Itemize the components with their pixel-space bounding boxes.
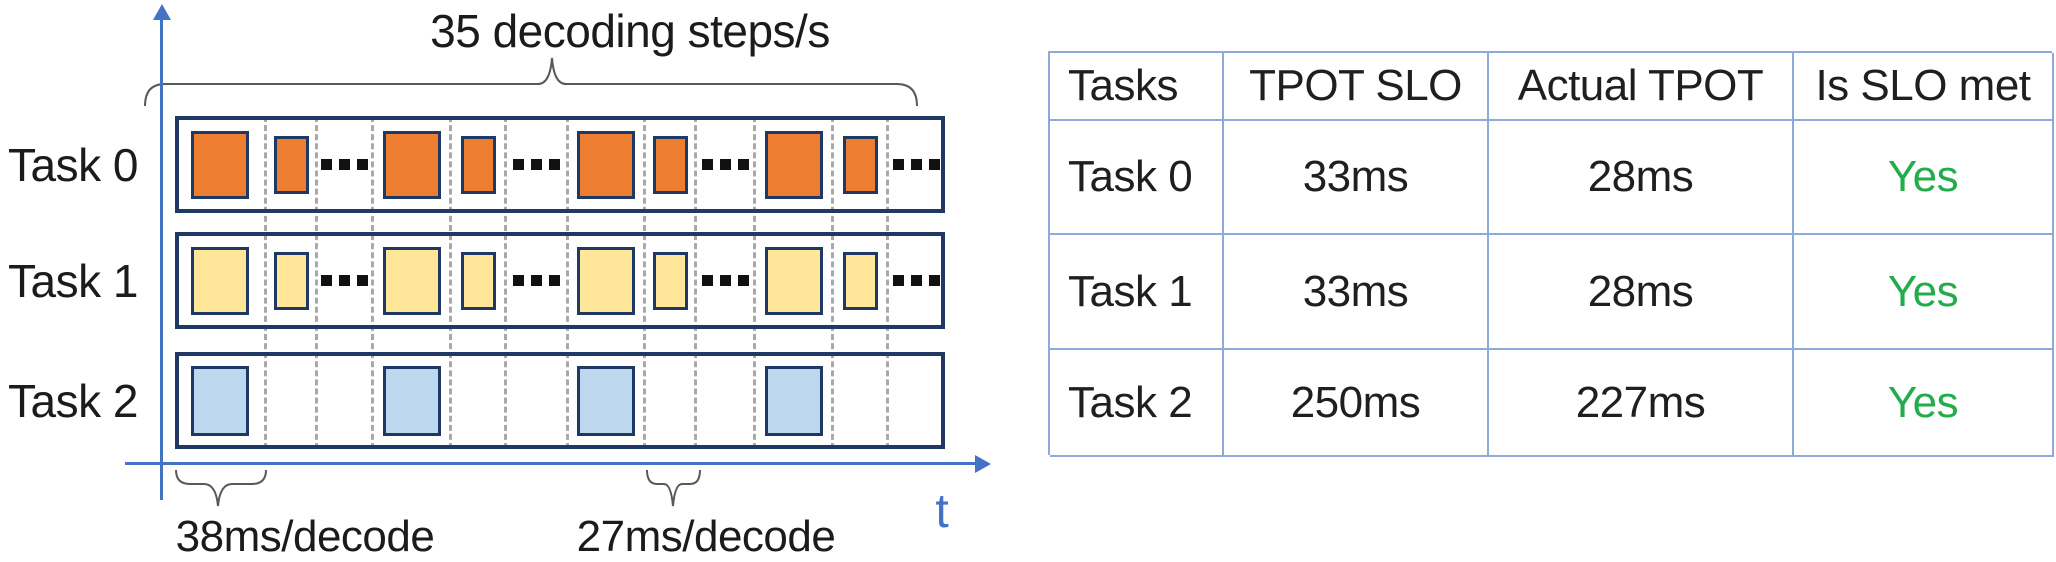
table-cell: 227ms: [1489, 350, 1794, 457]
decode-step-gridline: [752, 116, 756, 449]
ellipsis-icon: [505, 116, 568, 213]
decode-step-gridline: [566, 116, 570, 449]
decode-step-block: [652, 251, 688, 310]
decode-step-block: [652, 135, 688, 194]
task-row-box: [175, 352, 945, 449]
y-axis-arrowhead-icon: [153, 4, 171, 20]
table-cell: 250ms: [1224, 350, 1489, 457]
decode-step-block: [460, 251, 496, 310]
ellipsis-dot: [892, 275, 904, 286]
time-axis-arrowhead-icon: [975, 455, 991, 473]
decode-step-block: [382, 365, 441, 436]
decode-step-gridline: [315, 116, 319, 449]
table-header-cell: Tasks: [1050, 53, 1224, 121]
decode-step-block: [460, 135, 496, 194]
decode-step-gridline: [694, 116, 698, 449]
decode-step-block: [191, 130, 250, 199]
diagram-title: 35 decoding steps/s: [430, 5, 830, 57]
ellipsis-dot: [531, 159, 543, 170]
decode-duration-label-38ms: 38ms/decode: [175, 512, 435, 561]
ellipsis-dot: [549, 159, 561, 170]
ellipsis-icon: [887, 232, 945, 329]
decode-step-block: [191, 365, 250, 436]
time-axis-line: [125, 462, 977, 465]
slo-met-cell: Yes: [1794, 235, 2054, 350]
ellipsis-dot: [701, 159, 713, 170]
ellipsis-icon: [696, 232, 755, 329]
decode-step-block: [273, 135, 309, 194]
ellipsis-icon: [317, 116, 373, 213]
table-cell: 33ms: [1224, 121, 1489, 235]
decode-step-block: [764, 246, 823, 315]
top-brace: [144, 57, 918, 107]
decode-step-block: [273, 251, 309, 310]
ellipsis-dot: [513, 275, 525, 286]
table-cell: 28ms: [1489, 235, 1794, 350]
decode-step-gridline: [831, 116, 835, 449]
decode-step-block: [764, 365, 823, 436]
timeline-plot-area: [175, 116, 945, 449]
task-label: Task 1: [8, 254, 138, 307]
decode-step-gridline: [263, 116, 267, 449]
task-row-box: [175, 232, 945, 329]
decode-step-gridline: [503, 116, 507, 449]
task-label: Task 2: [8, 374, 138, 427]
decode-step-block: [577, 246, 636, 315]
ellipsis-icon: [505, 232, 568, 329]
task-row-box: [175, 116, 945, 213]
ellipsis-icon: [696, 116, 755, 213]
y-axis-line: [160, 18, 163, 500]
ellipsis-dot: [719, 159, 731, 170]
ellipsis-icon: [887, 116, 945, 213]
ellipsis-dot: [357, 275, 369, 286]
ellipsis-dot: [321, 275, 333, 286]
table-cell: 28ms: [1489, 121, 1794, 235]
decode-duration-label-27ms: 27ms/decode: [576, 512, 836, 561]
decode-step-block: [191, 246, 250, 315]
decode-step-gridline: [449, 116, 453, 449]
ellipsis-icon: [317, 232, 373, 329]
decode-step-gridline: [642, 116, 646, 449]
ellipsis-dot: [719, 275, 731, 286]
ellipsis-dot: [701, 275, 713, 286]
decode-step-block: [577, 365, 636, 436]
ellipsis-dot: [737, 159, 749, 170]
duration-brace-27ms: [646, 469, 701, 507]
duration-brace-38ms: [175, 469, 267, 507]
table-cell: Task 2: [1050, 350, 1224, 457]
table-header-cell: Actual TPOT: [1489, 53, 1794, 121]
table-cell: Task 1: [1050, 235, 1224, 350]
ellipsis-dot: [910, 275, 922, 286]
slo-met-cell: Yes: [1794, 121, 2054, 235]
ellipsis-dot: [737, 275, 749, 286]
ellipsis-dot: [892, 159, 904, 170]
decode-step-gridline: [370, 116, 374, 449]
ellipsis-dot: [910, 159, 922, 170]
table-cell: 33ms: [1224, 235, 1489, 350]
ellipsis-dot: [928, 275, 940, 286]
ellipsis-dot: [513, 159, 525, 170]
time-axis-label: t: [935, 485, 949, 538]
ellipsis-dot: [339, 159, 351, 170]
decode-step-block: [764, 130, 823, 199]
decode-step-block: [842, 135, 878, 194]
decode-step-gridline: [885, 116, 889, 449]
table-cell: Task 0: [1050, 121, 1224, 235]
decode-step-block: [842, 251, 878, 310]
decode-step-block: [382, 246, 441, 315]
ellipsis-dot: [531, 275, 543, 286]
slo-met-cell: Yes: [1794, 350, 2054, 457]
ellipsis-dot: [321, 159, 333, 170]
decode-step-block: [382, 130, 441, 199]
table-header-cell: TPOT SLO: [1224, 53, 1489, 121]
decode-step-block: [577, 130, 636, 199]
ellipsis-dot: [339, 275, 351, 286]
table-header-cell: Is SLO met: [1794, 53, 2054, 121]
ellipsis-dot: [357, 159, 369, 170]
task-label: Task 0: [8, 138, 138, 191]
ellipsis-dot: [928, 159, 940, 170]
ellipsis-dot: [549, 275, 561, 286]
